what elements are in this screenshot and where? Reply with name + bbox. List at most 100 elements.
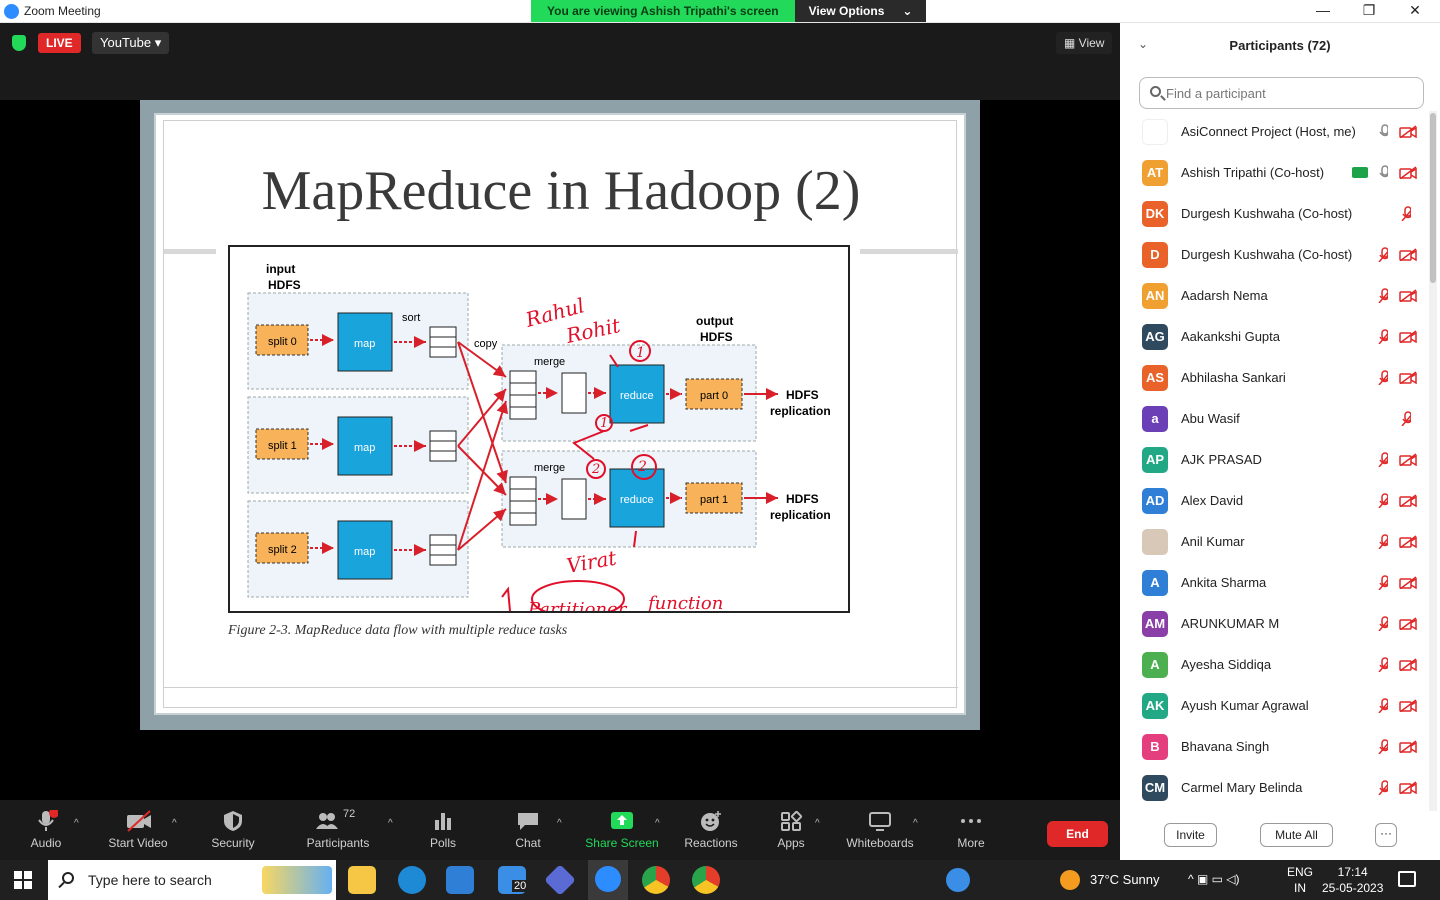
mic-muted-icon[interactable]: [1401, 206, 1411, 221]
close-button[interactable]: ✕: [1409, 2, 1421, 18]
video-off-icon[interactable]: [1399, 494, 1417, 507]
mic-muted-icon[interactable]: [1378, 370, 1388, 385]
chat-button[interactable]: Chat: [506, 810, 550, 850]
video-chevron-icon[interactable]: ^: [172, 818, 177, 829]
mic-muted-icon[interactable]: [1378, 452, 1388, 467]
video-off-icon[interactable]: [1399, 166, 1417, 179]
system-clock[interactable]: 17:14 25-05-2023: [1322, 864, 1383, 896]
whiteboards-button[interactable]: Whiteboards: [844, 810, 916, 850]
video-off-icon[interactable]: [1399, 617, 1417, 630]
mic-muted-icon[interactable]: [1378, 657, 1388, 672]
apps-chevron-icon[interactable]: ^: [815, 818, 820, 829]
video-off-icon[interactable]: [1399, 371, 1417, 384]
weather-text[interactable]: 37°C Sunny: [1090, 872, 1160, 887]
participant-search-input[interactable]: [1166, 83, 1416, 103]
video-off-icon[interactable]: [1399, 330, 1417, 343]
mic-muted-icon[interactable]: [1378, 780, 1388, 795]
maximize-button[interactable]: ❐: [1362, 2, 1376, 18]
mic-muted-icon[interactable]: [1378, 493, 1388, 508]
mic-muted-icon[interactable]: [1378, 698, 1388, 713]
video-off-icon[interactable]: [1399, 658, 1417, 671]
stream-dropdown[interactable]: YouTube ▾: [92, 32, 170, 54]
video-off-icon[interactable]: [1399, 125, 1417, 138]
reactions-button[interactable]: Reactions: [682, 810, 740, 850]
system-tray-icons[interactable]: ^ ▣ ▭ ◁): [1188, 872, 1240, 886]
chat-chevron-icon[interactable]: ^: [557, 818, 562, 829]
taskbar-search[interactable]: Type here to search: [48, 860, 336, 900]
participant-row[interactable]: AsiConnect Project (Host, me): [1120, 111, 1430, 152]
mic-muted-icon[interactable]: [1378, 739, 1388, 754]
mic-icon[interactable]: [1378, 165, 1388, 180]
chrome-icon[interactable]: [642, 866, 670, 894]
share-chevron-icon[interactable]: ^: [655, 818, 660, 829]
minimize-button[interactable]: —: [1316, 2, 1330, 18]
video-off-icon[interactable]: [1399, 781, 1417, 794]
more-options-button[interactable]: ···: [1375, 823, 1397, 847]
mute-all-button[interactable]: Mute All: [1260, 823, 1333, 847]
mic-muted-icon[interactable]: [1378, 329, 1388, 344]
video-off-icon[interactable]: [1399, 576, 1417, 589]
video-off-icon[interactable]: [1399, 453, 1417, 466]
video-off-icon[interactable]: [1399, 699, 1417, 712]
mic-muted-icon[interactable]: [1378, 247, 1388, 262]
live-badge[interactable]: LIVE: [38, 33, 81, 53]
security-button[interactable]: Security: [206, 810, 260, 850]
mic-icon[interactable]: [1378, 124, 1388, 139]
collapse-chevron-icon[interactable]: ⌄: [1138, 37, 1149, 51]
copilot-icon[interactable]: [544, 864, 576, 896]
audio-button[interactable]: Audio: [22, 808, 70, 850]
more-button[interactable]: More: [952, 810, 990, 850]
participant-search[interactable]: [1139, 77, 1424, 109]
participants-button[interactable]: 72 Participants: [302, 808, 374, 850]
view-button[interactable]: ▦ View: [1056, 32, 1113, 54]
mail-icon[interactable]: 20: [498, 866, 529, 894]
apps-button[interactable]: Apps: [772, 810, 810, 850]
end-meeting-button[interactable]: End: [1047, 821, 1108, 847]
video-off-icon[interactable]: [1399, 535, 1417, 548]
participants-chevron-icon[interactable]: ^: [388, 818, 393, 829]
edge-browser-icon[interactable]: [398, 866, 426, 894]
encryption-shield-icon[interactable]: [12, 35, 26, 51]
video-off-icon[interactable]: [1399, 740, 1417, 753]
chrome-profile-icon[interactable]: [692, 866, 720, 894]
mic-muted-icon[interactable]: [1378, 288, 1388, 303]
start-video-button[interactable]: Start Video: [104, 810, 172, 850]
participant-scrollbar[interactable]: [1429, 111, 1437, 811]
file-explorer-icon[interactable]: [348, 866, 376, 894]
language-indicator[interactable]: ENG IN: [1287, 864, 1313, 896]
microsoft-store-icon[interactable]: [446, 866, 474, 894]
invite-button[interactable]: Invite: [1164, 823, 1217, 847]
mic-muted-icon[interactable]: [1401, 411, 1411, 426]
polls-button[interactable]: Polls: [420, 810, 466, 850]
help-icon[interactable]: [946, 868, 970, 892]
mic-muted-icon[interactable]: [1378, 575, 1388, 590]
windows-start-icon[interactable]: [14, 871, 32, 889]
video-off-icon[interactable]: [1399, 289, 1417, 302]
scrollbar-thumb[interactable]: [1430, 113, 1436, 283]
notification-icon[interactable]: [1398, 871, 1416, 887]
audio-chevron-icon[interactable]: ^: [74, 818, 79, 829]
share-screen-button[interactable]: Share Screen: [584, 810, 660, 850]
mic-muted-icon[interactable]: [1378, 616, 1388, 631]
whiteboards-chevron-icon[interactable]: ^: [913, 818, 918, 829]
participant-row[interactable]: Anil Kumar: [1120, 521, 1430, 562]
zoom-taskbar-button[interactable]: [588, 860, 628, 900]
view-options-button[interactable]: View Options ⌄: [794, 0, 927, 22]
video-off-icon[interactable]: [1399, 248, 1417, 261]
mic-muted-icon[interactable]: [1378, 534, 1388, 549]
